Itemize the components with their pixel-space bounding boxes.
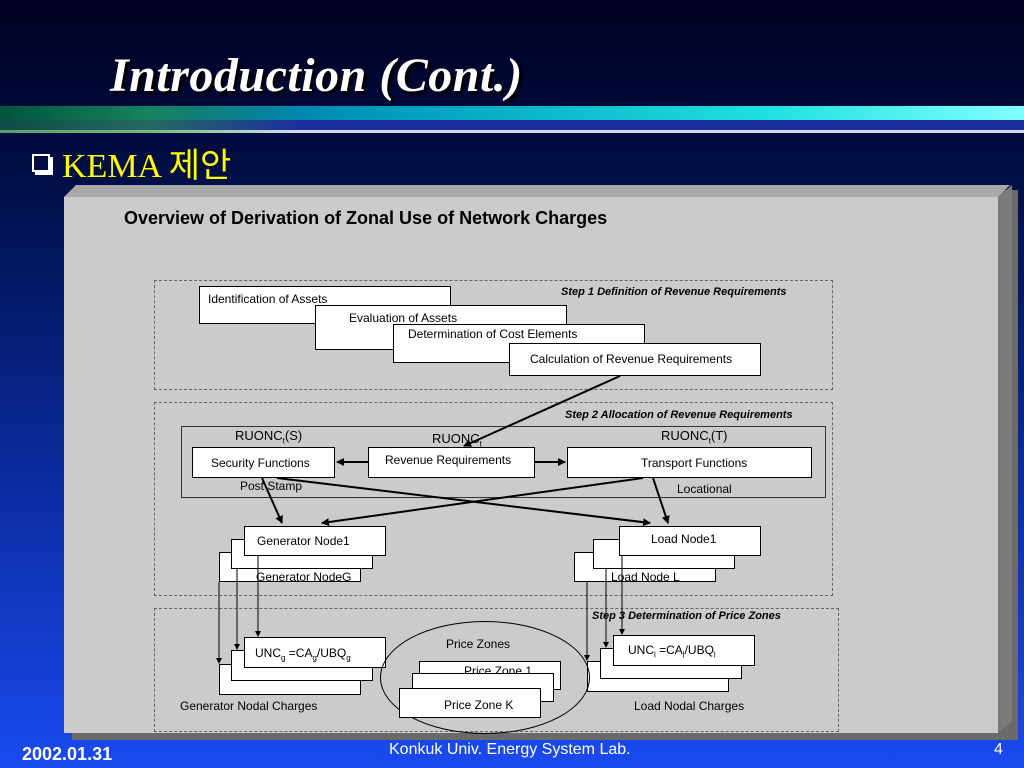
load-nodal-charges-label: Load Nodal Charges <box>634 699 745 713</box>
locational-label: Locational <box>677 482 732 496</box>
ruonc-s-label: RUONCt(S) <box>235 428 303 446</box>
box-label: Generator Node1 <box>257 534 350 548</box>
panel-right-bevel <box>998 185 1012 733</box>
slide-title: Introduction (Cont.) <box>110 49 523 102</box>
box-transport-functions: Transport Functions <box>567 447 812 478</box>
box-label: Security Functions <box>211 456 310 470</box>
bullet-row: KEMA 제안 <box>32 138 231 187</box>
generator-node-first: Generator Node1 <box>244 526 386 556</box>
box-label: Transport Functions <box>641 456 748 470</box>
header-bar-white <box>0 130 1024 133</box>
header-bar-green <box>0 106 300 133</box>
arrow-security-to-generator <box>261 477 283 524</box>
post-stamp-label: Post Stamp <box>240 479 303 493</box>
box-label: Calculation of Revenue Requirements <box>530 352 733 366</box>
price-zones-label: Price Zones <box>446 637 511 651</box>
footer-date: 2002.01.31 <box>22 744 113 764</box>
load-charge-formula: UNCl =CAl/UBQl <box>613 635 755 666</box>
arrow-calc-to-revenue <box>463 375 621 447</box>
checkbox-bullet-icon <box>32 153 50 172</box>
box-label: Load Node L <box>611 570 680 584</box>
gen-charge-formula: UNCg =CAg/UBQg <box>244 637 386 668</box>
panel-top-bevel <box>64 185 1010 197</box>
step1-region <box>154 280 833 390</box>
box-revenue-requirements: Revenue Requirements <box>368 447 535 478</box>
header-bar-blue <box>0 120 1024 130</box>
footer-organization: Konkuk Univ. Energy System Lab. <box>389 741 631 758</box>
price-zones-ellipse <box>380 621 590 734</box>
step2-region <box>154 402 833 596</box>
price-zone-last: Price Zone K <box>399 688 541 718</box>
box-calculation-revenue: Calculation of Revenue Requirements <box>509 343 761 376</box>
arrow-transport-to-load <box>652 477 670 524</box>
box-label: Generator NodeG <box>256 570 352 584</box>
diagram-title: Overview of Derivation of Zonal Use of N… <box>124 208 608 228</box>
footer-page-number: 4 <box>994 741 1003 758</box>
step2-label: Step 2 Allocation of Revenue Requirement… <box>565 409 793 421</box>
box-label: Load Node1 <box>651 532 717 546</box>
generator-nodal-charges-label: Generator Nodal Charges <box>180 699 318 713</box>
box-label: Revenue Requirements <box>385 453 512 467</box>
bullet-text: KEMA 제안 <box>62 148 232 185</box>
step3-label: Step 3 Determination of Price Zones <box>592 610 781 622</box>
step1-label: Step 1 Definition of Revenue Requirement… <box>561 286 787 298</box>
box-label: Determination of Cost Elements <box>408 327 578 341</box>
box-security-functions: Security Functions <box>192 447 335 478</box>
arrow-security-to-load <box>276 477 651 527</box>
load-node-first: Load Node1 <box>619 526 761 556</box>
box-label: Identification of Assets <box>208 292 328 306</box>
ruonc-t-label: RUONCt(T) <box>661 428 728 446</box>
arrow-transport-to-generator <box>321 477 644 526</box>
box-label: Price Zone K <box>444 698 514 712</box>
box-label: Evaluation of Assets <box>349 311 458 325</box>
